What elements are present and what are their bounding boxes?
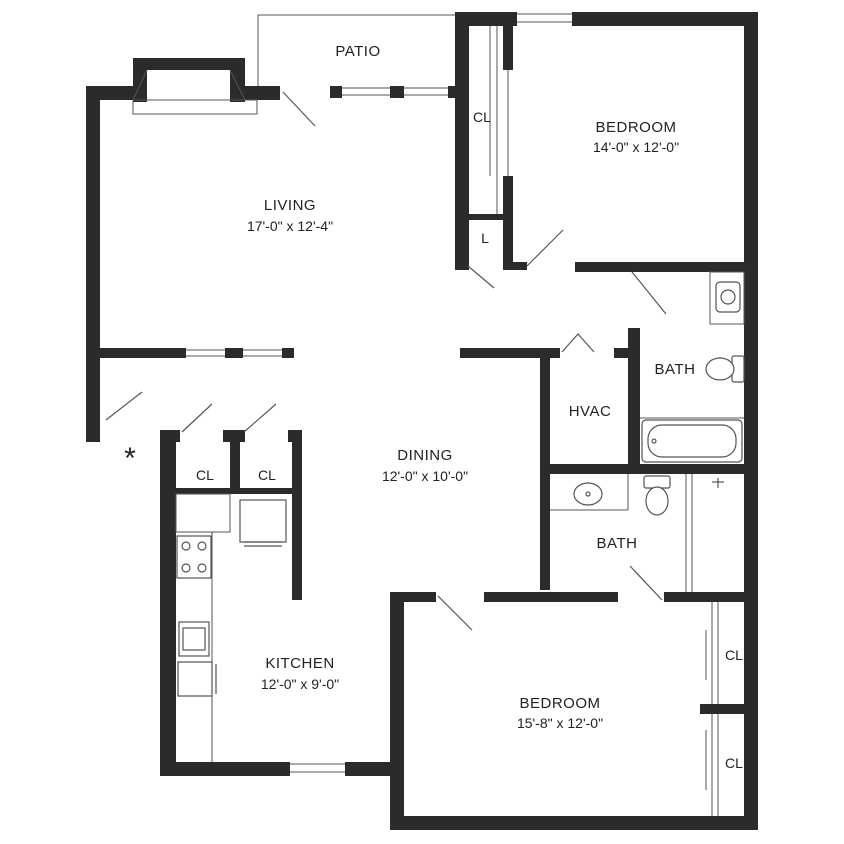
fixtures (176, 281, 745, 697)
room-label-bedroom-1: BEDROOM (595, 119, 676, 136)
stove-icon (176, 535, 212, 579)
thin-lines (132, 13, 745, 816)
room-dims-dining: 12'-0" x 10'-0" (382, 468, 468, 484)
room-label-patio: PATIO (335, 43, 380, 60)
closet-label-bedroom-2-bottom: CL (725, 755, 743, 771)
sink-icon (573, 482, 603, 506)
dishwasher-icon (177, 661, 217, 697)
room-dims-bedroom-2: 15'-8" x 12'-0" (517, 715, 603, 731)
room-dims-living: 17'-0" x 12'-4" (247, 218, 333, 234)
bathtub-icon (641, 419, 743, 463)
room-label-bath-2: BATH (597, 535, 638, 552)
toilet-icon (643, 475, 671, 516)
kitchen-sink-icon (178, 621, 210, 657)
closet-label-entry-left: CL (196, 467, 214, 483)
room-label-dining: DINING (397, 447, 453, 464)
room-label-hvac: HVAC (569, 403, 612, 420)
refrigerator-icon (239, 499, 287, 547)
room-label-bedroom-2: BEDROOM (519, 695, 600, 712)
shower-icon (712, 478, 724, 488)
room-label-kitchen: KITCHEN (265, 655, 334, 672)
door-swings (105, 91, 667, 631)
toilet-icon (705, 355, 745, 383)
room-label-living: LIVING (264, 197, 316, 214)
walls (86, 12, 758, 830)
entry-marker-icon: * (124, 442, 136, 475)
room-dims-bedroom-1: 14'-0" x 12'-0" (593, 139, 679, 155)
closet-label-bedroom-2-top: CL (725, 647, 743, 663)
closet-label-bedroom-1: CL (473, 109, 491, 125)
room-dims-kitchen: 12'-0" x 9'-0" (261, 676, 339, 692)
room-label-bath-1: BATH (655, 361, 696, 378)
closet-label-entry-right: CL (258, 467, 276, 483)
linen-closet-label: L (481, 230, 489, 246)
labels: PATIO LIVING 17'-0" x 12'-4" BEDROOM 14'… (124, 43, 743, 771)
sink-icon (715, 281, 741, 313)
